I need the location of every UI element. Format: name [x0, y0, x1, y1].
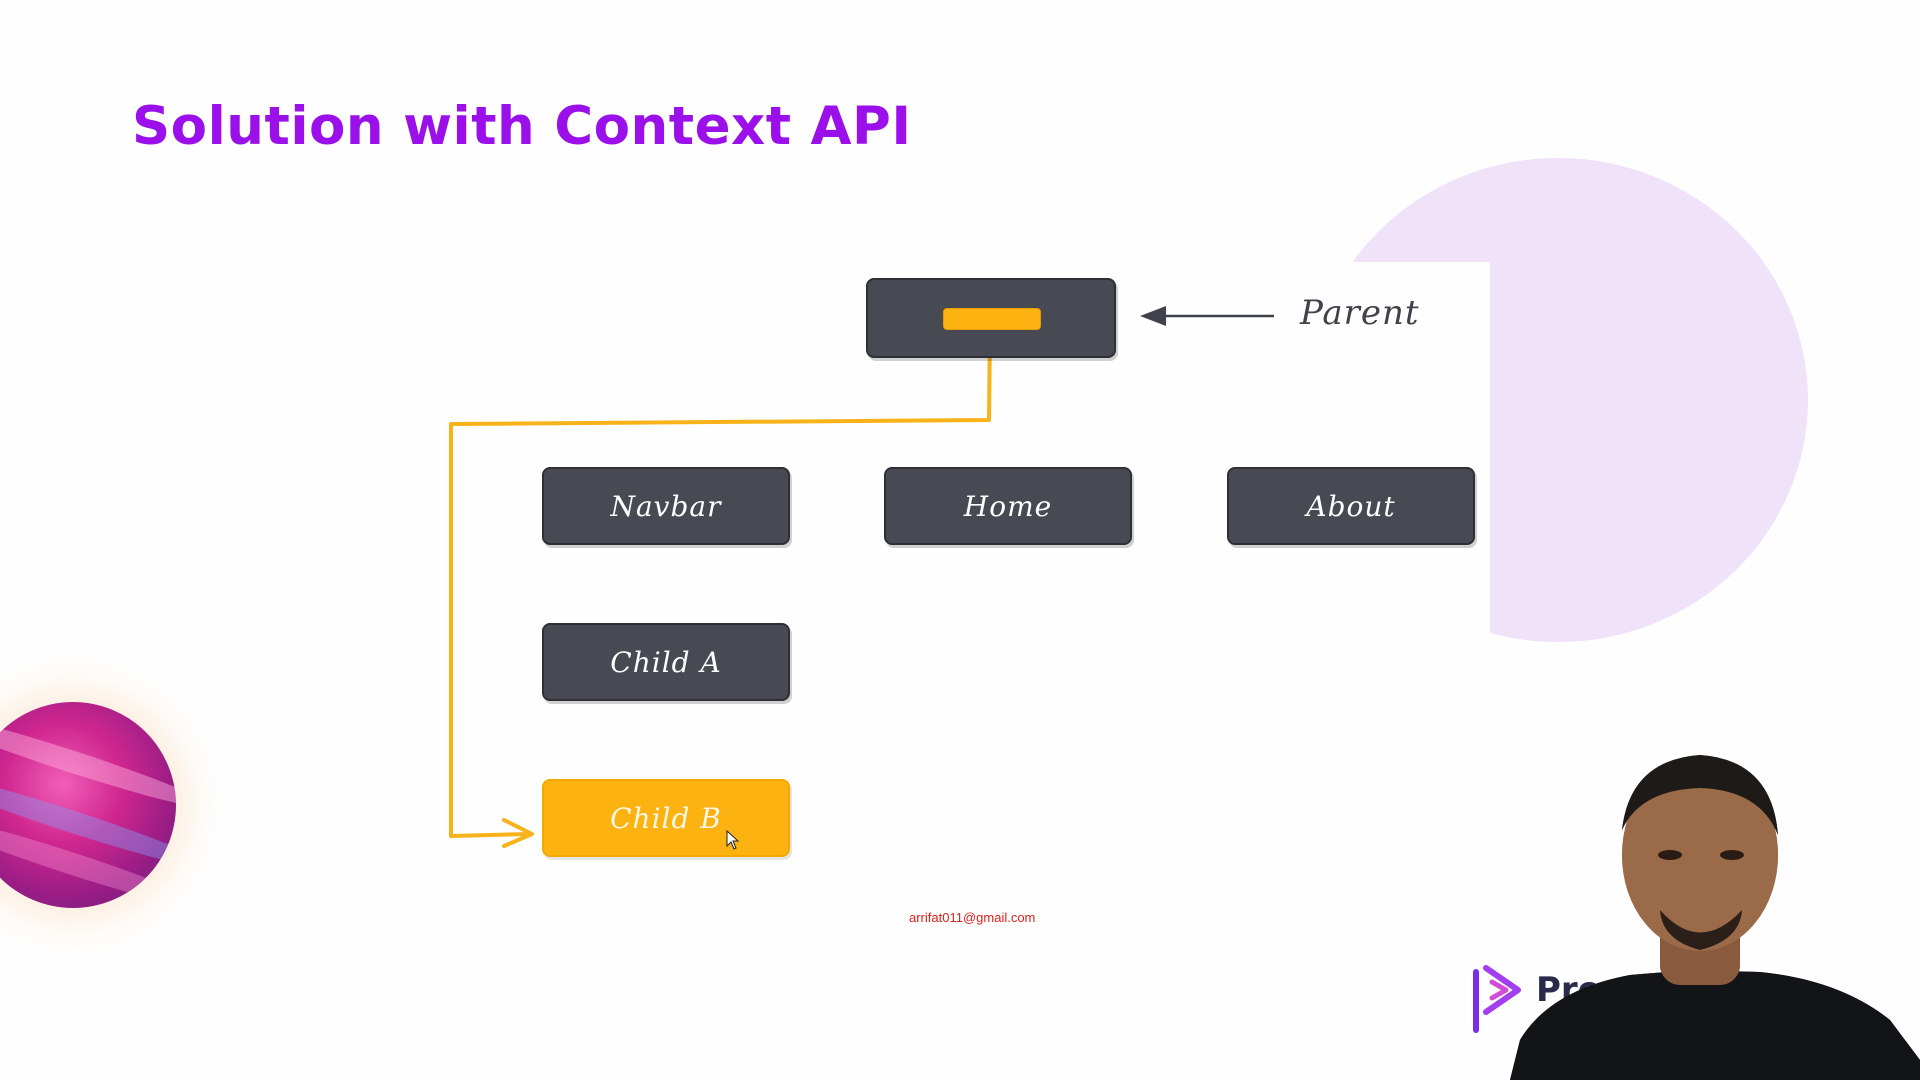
- child-a-node: Child A: [542, 623, 790, 701]
- home-node: Home: [884, 467, 1132, 545]
- context-provider-bar: [943, 308, 1041, 330]
- planet-decoration: [0, 702, 176, 908]
- parent-label: Parent: [1300, 293, 1420, 333]
- navbar-node: Navbar: [542, 467, 790, 545]
- parent-arrowhead: [1140, 306, 1166, 326]
- decorative-circle-mask: [1250, 262, 1490, 662]
- brand-name-text: Prog: [1536, 970, 1626, 1010]
- context-flow-arrowhead: [502, 818, 534, 848]
- presenter-webcam: [1510, 755, 1920, 1080]
- mouse-cursor-icon: [726, 830, 740, 850]
- slide-title: Solution with Context API: [132, 96, 912, 157]
- context-flow-line: [449, 326, 992, 838]
- child-b-node: Child B: [542, 779, 790, 857]
- email-watermark: arrifat011@gmail.com: [909, 910, 1036, 925]
- brand-logo-icon: [1473, 965, 1521, 1033]
- about-node: About: [1227, 467, 1475, 545]
